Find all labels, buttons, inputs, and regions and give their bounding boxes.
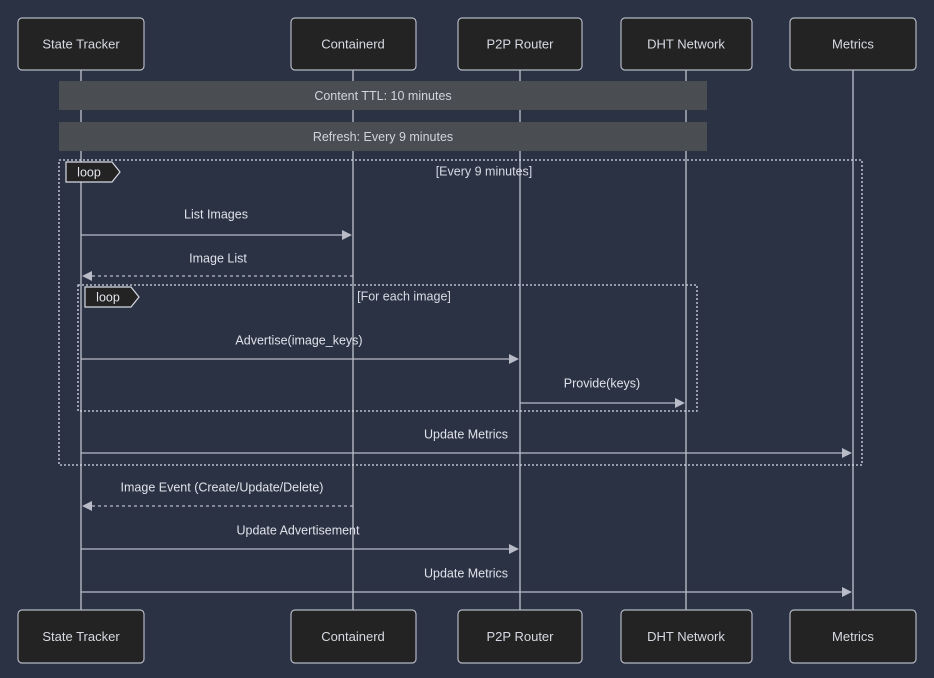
msg-update-metrics-1-arrowhead [842, 448, 852, 458]
participant-label-dht-network-bottom: DHT Network [647, 629, 725, 644]
participant-box-dht-network-bottom[interactable] [620, 609, 753, 664]
loop-inner-tab [84, 286, 140, 308]
msg-list-images-label: List Images [184, 207, 248, 221]
fragments-group: loop [Every 9 minutes] loop [For each image… [58, 159, 863, 466]
loop-outer-frame [58, 159, 863, 466]
participant-label-containerd-top: Containerd [321, 36, 385, 51]
participant-label-containerd-bottom: Containerd [321, 629, 385, 644]
participant-label-metrics-bottom: Metrics [832, 629, 874, 644]
participant-label-p2p-router-bottom: P2P Router [487, 629, 555, 644]
msg-image-list-arrowhead [82, 271, 92, 281]
msg-image-event-arrowhead [82, 501, 92, 511]
note-content-ttl-label: Content TTL: 10 minutes [314, 89, 451, 103]
loop-outer-tab [65, 161, 121, 183]
msg-update-advertisement-label: Update Advertisement [237, 523, 361, 537]
msg-image-event-label: Image Event (Create/Update/Delete) [121, 480, 324, 494]
participant-box-p2p-router-bottom[interactable] [457, 609, 583, 664]
participant-box-metrics-bottom[interactable] [789, 609, 917, 664]
participant-box-containerd-bottom[interactable] [290, 609, 417, 664]
msg-advertise-image-keys-arrowhead [509, 354, 519, 364]
loop-inner-condition: [For each image] [357, 289, 451, 303]
participant-label-state-tracker-top: State Tracker [42, 36, 120, 51]
msg-update-metrics-1-label: Update Metrics [424, 427, 508, 441]
note-content-ttl-rect [59, 81, 707, 110]
bottom-participants-group: State Tracker Containerd P2P Router DHT Net… [17, 609, 917, 664]
participant-label-state-tracker-bottom: State Tracker [42, 629, 120, 644]
msg-update-metrics-2-label: Update Metrics [424, 566, 508, 580]
msg-image-list-label: Image List [189, 251, 247, 265]
participant-box-containerd-top[interactable] [290, 17, 417, 71]
participant-box-p2p-router-top[interactable] [457, 17, 583, 71]
loop-inner-frame [77, 284, 698, 412]
loop-outer-condition: [Every 9 minutes] [436, 164, 533, 178]
participant-label-dht-network-top: DHT Network [647, 36, 725, 51]
note-refresh-label: Refresh: Every 9 minutes [313, 130, 453, 144]
participant-label-p2p-router-top: P2P Router [487, 36, 555, 51]
loop-inner-keyword: loop [96, 290, 120, 304]
loop-outer-keyword: loop [77, 165, 101, 179]
msg-provide-keys-label: Provide(keys) [564, 376, 640, 390]
msg-provide-keys-arrowhead [675, 398, 685, 408]
participant-box-metrics-top[interactable] [789, 17, 917, 71]
participant-box-dht-network-top[interactable] [620, 17, 753, 71]
msg-update-metrics-2-arrowhead [842, 587, 852, 597]
note-refresh-rect [59, 122, 707, 151]
msg-list-images-arrowhead [342, 230, 352, 240]
top-participants-group: State Tracker Containerd P2P Router DHT Net… [17, 17, 917, 71]
participant-label-metrics-top: Metrics [832, 36, 874, 51]
participant-box-state-tracker-top[interactable] [17, 17, 145, 71]
msg-advertise-image-keys-label: Advertise(image_keys) [235, 333, 362, 347]
participant-box-state-tracker-bottom[interactable] [17, 609, 145, 664]
msg-update-advertisement-arrowhead [509, 544, 519, 554]
